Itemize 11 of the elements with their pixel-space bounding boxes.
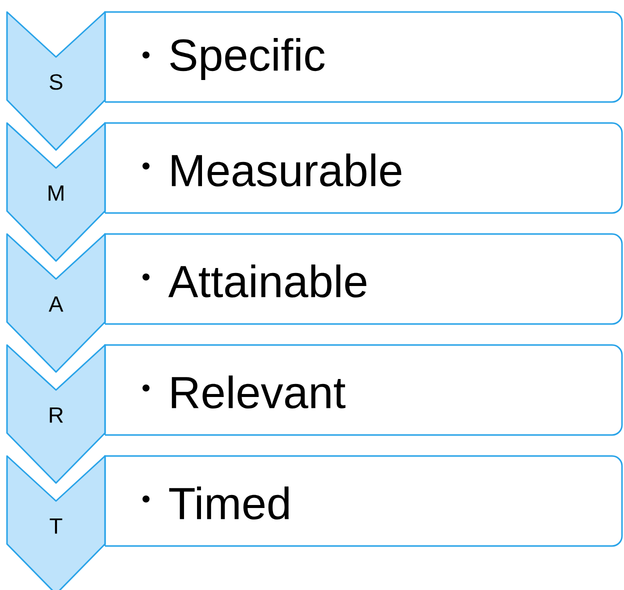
text-box: Relevant xyxy=(104,344,623,436)
letter-tab: R xyxy=(6,344,106,484)
letter-tab: A xyxy=(6,233,106,373)
text-box: Attainable xyxy=(104,233,623,325)
text-box: Timed xyxy=(104,455,623,547)
text-box: Specific xyxy=(104,11,623,103)
node-label: T xyxy=(50,518,62,534)
text-box: Measurable xyxy=(104,122,623,214)
letter-tab: T xyxy=(6,455,106,590)
letter-tab: M xyxy=(6,122,106,262)
letter-tab: S xyxy=(6,11,106,151)
